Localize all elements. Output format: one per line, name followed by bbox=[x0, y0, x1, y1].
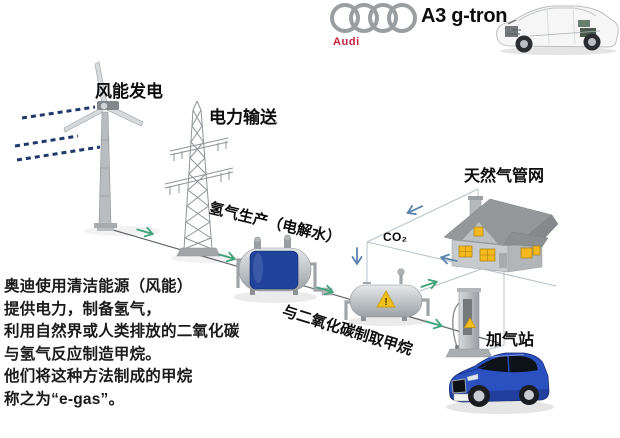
audi-wordmark: Audi bbox=[333, 36, 360, 48]
svg-text:!: ! bbox=[384, 297, 387, 308]
warning-triangle-icon: ! bbox=[376, 290, 396, 308]
electrolyzer-tank bbox=[233, 234, 333, 303]
description-text: 奥迪使用清洁能源（风能） 提供电力，制备氢气， 利用自然界或人类排放的二氧化碳 … bbox=[4, 278, 240, 408]
wind-turbine bbox=[63, 61, 160, 236]
label-co2: CO₂ bbox=[383, 230, 408, 244]
label-filling-station: 加气站 bbox=[486, 332, 535, 349]
wind-flow-dashes bbox=[14, 105, 101, 162]
model-name: A3 g-tron bbox=[421, 5, 508, 27]
filling-station-dispenser bbox=[445, 288, 493, 358]
cutaway-car-illustration bbox=[496, 5, 619, 55]
label-gas-network: 天然气管网 bbox=[464, 168, 545, 185]
label-power-transmission: 电力输送 bbox=[209, 108, 277, 127]
transmission-tower bbox=[164, 100, 239, 263]
audi-rings-icon bbox=[330, 3, 417, 33]
label-wind-power: 风能发电 bbox=[95, 82, 163, 101]
audi-a3-car bbox=[446, 352, 554, 414]
methanation-unit: ! bbox=[344, 268, 430, 326]
house bbox=[443, 196, 559, 273]
